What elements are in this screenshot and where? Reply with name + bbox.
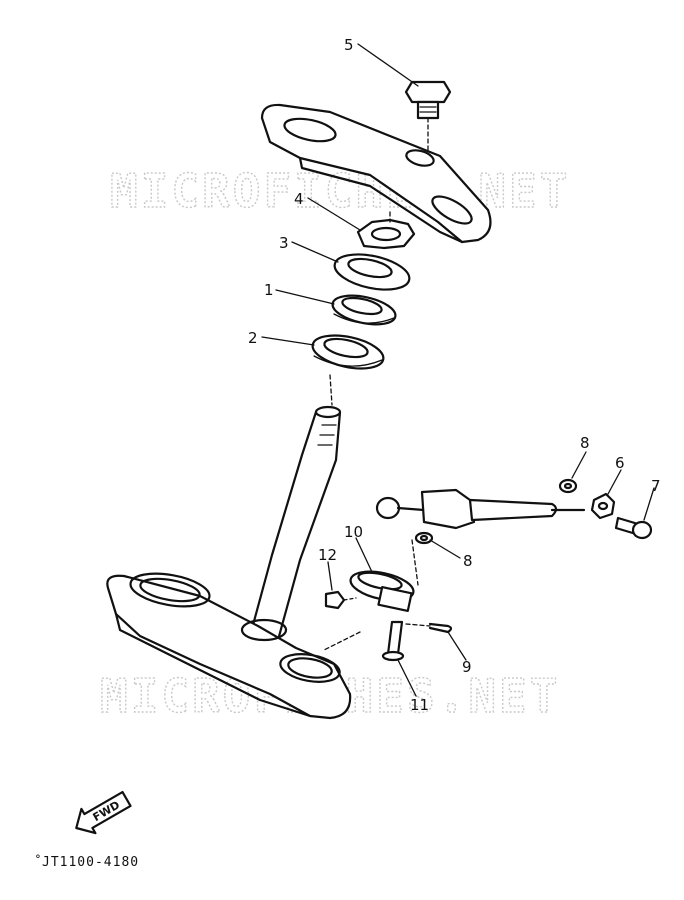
callout-4: 4 — [294, 190, 304, 208]
lower-bracket — [106, 572, 352, 720]
forward-arrow-icon: FWD — [75, 790, 132, 835]
callout-9: 9 — [462, 658, 472, 676]
upper-bearing — [331, 294, 397, 326]
callout-8-upper: 8 — [580, 434, 590, 452]
callout-1: 1 — [264, 281, 274, 299]
lower-bearing — [311, 334, 385, 370]
crown-bolt — [404, 80, 452, 151]
diagram-code-marker: ˚ — [34, 854, 43, 870]
callout-3: 3 — [279, 234, 289, 252]
washer-lower — [414, 531, 434, 545]
leader-lines — [261, 43, 655, 697]
damper-nut — [590, 492, 616, 520]
clamp-bolt — [324, 590, 357, 610]
upper-bracket — [260, 103, 492, 244]
washer-upper — [558, 478, 578, 494]
callout-12: 12 — [318, 546, 337, 564]
damper-bolt — [614, 516, 653, 540]
callout-7: 7 — [651, 477, 661, 495]
cotter-pin — [405, 622, 453, 634]
callout-5: 5 — [344, 36, 354, 54]
callout-2: 2 — [248, 329, 258, 347]
callout-11: 11 — [410, 696, 429, 714]
callout-8-lower: 8 — [463, 552, 473, 570]
mounting-pin — [381, 620, 405, 662]
ring-nut — [356, 211, 416, 250]
steering-damper — [375, 488, 586, 586]
diagram-code: JT1100-4180 — [42, 855, 139, 870]
callout-10: 10 — [344, 523, 363, 541]
bearing-cover — [333, 253, 411, 291]
watermark-top: MICROFICHES.NET — [110, 164, 570, 218]
callout-6: 6 — [615, 454, 625, 472]
damper-clamp — [323, 570, 415, 651]
